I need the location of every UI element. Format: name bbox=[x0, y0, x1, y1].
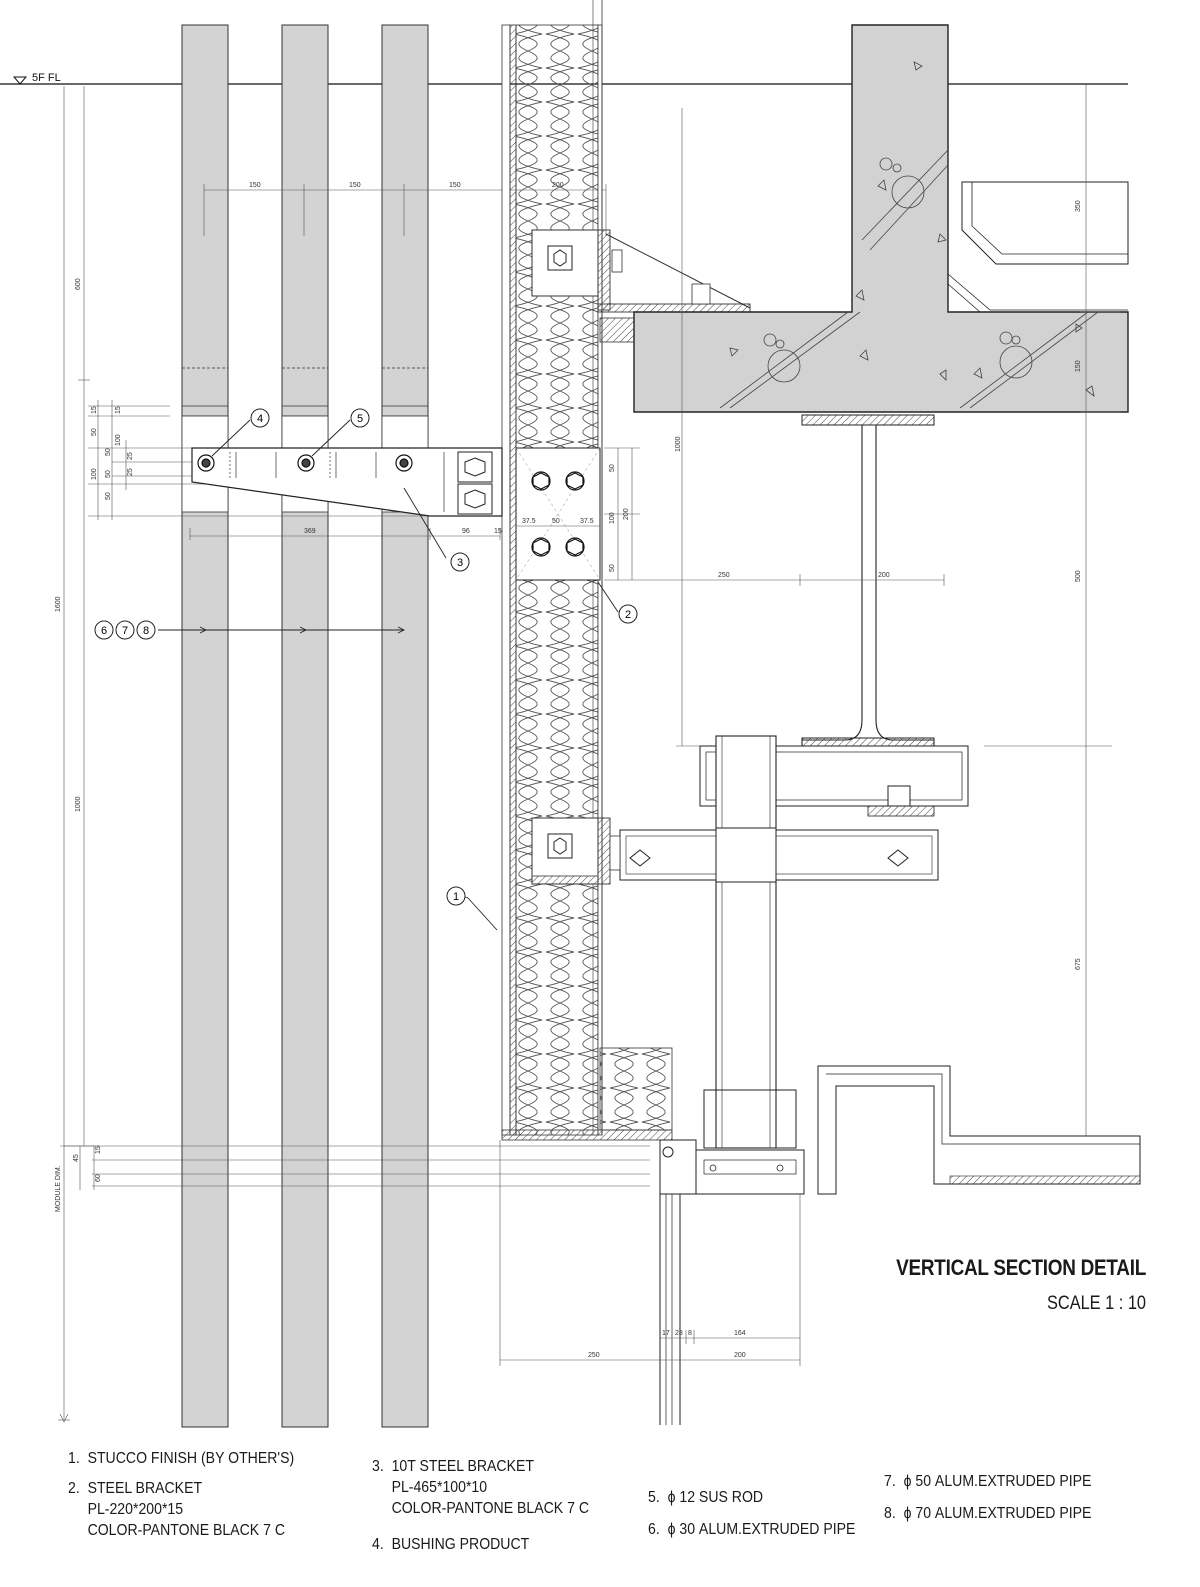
dim-top-150-c: 150 bbox=[449, 182, 461, 189]
note-2-number: 2. bbox=[68, 1480, 80, 1497]
note-3-number: 3. bbox=[372, 1458, 384, 1475]
steel-i-beam bbox=[801, 414, 935, 749]
drawing-scale: SCALE 1 : 10 bbox=[1046, 1293, 1146, 1314]
dim-bracket-96: 96 bbox=[462, 528, 470, 535]
dim-bottom-45: 45 bbox=[73, 1154, 80, 1162]
note-2: 2. STEEL BRACKET PL-220*200*15 COLOR-PAN… bbox=[68, 1478, 285, 1541]
dim-plate-50a: 50 bbox=[609, 464, 616, 472]
callout-1: 1 bbox=[453, 891, 459, 903]
window-frame bbox=[659, 1065, 1141, 1425]
note-7-number: 7. bbox=[884, 1473, 896, 1490]
dim-bk-100b: 100 bbox=[91, 468, 98, 480]
note-1-number: 1. bbox=[68, 1450, 80, 1467]
note-6-text: ϕ 30 ALUM.EXTRUDED PIPE bbox=[667, 1521, 856, 1538]
lower-wall-bracket bbox=[531, 817, 621, 885]
alum-pipe-1 bbox=[181, 24, 229, 1428]
dim-right-675: 675 bbox=[1075, 958, 1082, 970]
upper-wall-bracket bbox=[531, 229, 751, 372]
dim-window-200: 200 bbox=[734, 1352, 746, 1359]
dim-bk-15b: 15 bbox=[115, 406, 122, 414]
dim-top-150-a: 150 bbox=[249, 182, 261, 189]
dim-window-17: 17 bbox=[662, 1330, 670, 1337]
alum-pipe-3 bbox=[381, 24, 429, 1428]
dim-plate-200: 200 bbox=[623, 508, 630, 520]
note-6-number: 6. bbox=[648, 1521, 660, 1538]
dim-bk-50d: 50 bbox=[105, 492, 112, 500]
dim-left-1000: 1000 bbox=[75, 796, 82, 812]
note-3-text: 10T STEEL BRACKET PL-465*100*10 COLOR-PA… bbox=[391, 1458, 590, 1517]
dim-top-150-b: 150 bbox=[349, 182, 361, 189]
dim-bk-50c: 50 bbox=[105, 470, 112, 478]
dim-window-164: 164 bbox=[734, 1330, 746, 1337]
note-1-text: STUCCO FINISH (BY OTHER'S) bbox=[87, 1450, 295, 1467]
steel-plate-bracket bbox=[515, 447, 945, 586]
dim-left-1600: 1600 bbox=[55, 596, 62, 612]
callout-5: 5 bbox=[357, 413, 363, 425]
dim-bk-15a: 15 bbox=[91, 406, 98, 414]
dim-plate-100: 100 bbox=[609, 512, 616, 524]
dim-right-350: 350 bbox=[1075, 200, 1082, 212]
dim-right-150: 150 bbox=[1075, 360, 1082, 372]
note-8-number: 8. bbox=[884, 1505, 896, 1522]
dim-bracket-15: 15 bbox=[494, 528, 502, 535]
bottom-dimension-lines bbox=[64, 1140, 801, 1366]
drawing-title: VERTICAL SECTION DETAIL bbox=[896, 1255, 1146, 1280]
callout-7: 7 bbox=[122, 625, 128, 637]
dim-window-28: 28 bbox=[675, 1330, 683, 1337]
floor-level-label: 5F FL bbox=[32, 72, 61, 84]
callout-2: 2 bbox=[625, 609, 631, 621]
note-8: 8. ϕ 70 ALUM.EXTRUDED PIPE bbox=[884, 1503, 1091, 1524]
dim-bk-50a: 50 bbox=[91, 428, 98, 436]
dim-left-600: 600 bbox=[75, 278, 82, 290]
note-8-text: ϕ 70 ALUM.EXTRUDED PIPE bbox=[903, 1505, 1092, 1522]
alum-pipe-2 bbox=[281, 24, 329, 1428]
note-4-number: 4. bbox=[372, 1536, 384, 1553]
note-1: 1. STUCCO FINISH (BY OTHER'S) bbox=[68, 1448, 294, 1469]
note-7-text: ϕ 50 ALUM.EXTRUDED PIPE bbox=[903, 1473, 1092, 1490]
dim-plate-50: 50 bbox=[552, 518, 560, 525]
lower-support-frame bbox=[619, 735, 969, 1149]
dim-bk-100a: 100 bbox=[115, 434, 122, 446]
dim-left-module: MODULE DIM. bbox=[55, 1165, 62, 1212]
dim-plate-37a: 37.5 bbox=[522, 518, 536, 525]
dim-right-500: 500 bbox=[1075, 570, 1082, 582]
dim-beam-200: 200 bbox=[878, 572, 890, 579]
dim-bottom-15: 15 bbox=[95, 1146, 102, 1154]
note-6: 6. ϕ 30 ALUM.EXTRUDED PIPE bbox=[648, 1519, 855, 1540]
callout-6: 6 bbox=[101, 625, 107, 637]
note-7: 7. ϕ 50 ALUM.EXTRUDED PIPE bbox=[884, 1471, 1091, 1492]
dim-bk-25b: 25 bbox=[127, 468, 134, 476]
dim-beam-250: 250 bbox=[718, 572, 730, 579]
dim-bk-25a: 25 bbox=[127, 452, 134, 460]
note-5-number: 5. bbox=[648, 1489, 660, 1506]
callout-8: 8 bbox=[143, 625, 149, 637]
dim-right-1000: 1000 bbox=[675, 436, 682, 452]
alum-pipes bbox=[181, 24, 429, 1428]
dim-bracket-369: 369 bbox=[304, 528, 316, 535]
note-4-text: BUSHING PRODUCT bbox=[391, 1536, 530, 1553]
dim-plate-50b: 50 bbox=[609, 564, 616, 572]
dim-plate-37b: 37.5 bbox=[580, 518, 594, 525]
note-5: 5. ϕ 12 SUS ROD bbox=[648, 1487, 763, 1508]
concrete-slab bbox=[633, 24, 1129, 413]
right-dimension-chain bbox=[676, 84, 1120, 1146]
note-3: 3. 10T STEEL BRACKET PL-465*100*10 COLOR… bbox=[372, 1456, 589, 1519]
dim-window-250: 250 bbox=[588, 1352, 600, 1359]
dim-bk-50b: 50 bbox=[105, 448, 112, 456]
note-2-text: STEEL BRACKET PL-220*200*15 COLOR-PANTON… bbox=[87, 1480, 286, 1539]
callout-markers: 1 2 3 4 5 6 7 8 bbox=[94, 408, 638, 906]
note-4: 4. BUSHING PRODUCT bbox=[372, 1534, 529, 1555]
dim-window-8: 8 bbox=[688, 1330, 692, 1337]
callout-3: 3 bbox=[457, 557, 463, 569]
note-5-text: ϕ 12 SUS ROD bbox=[667, 1489, 764, 1506]
dim-bottom-60: 60 bbox=[95, 1174, 102, 1182]
steel-bracket-10t bbox=[191, 447, 503, 517]
callout-4: 4 bbox=[257, 413, 263, 425]
